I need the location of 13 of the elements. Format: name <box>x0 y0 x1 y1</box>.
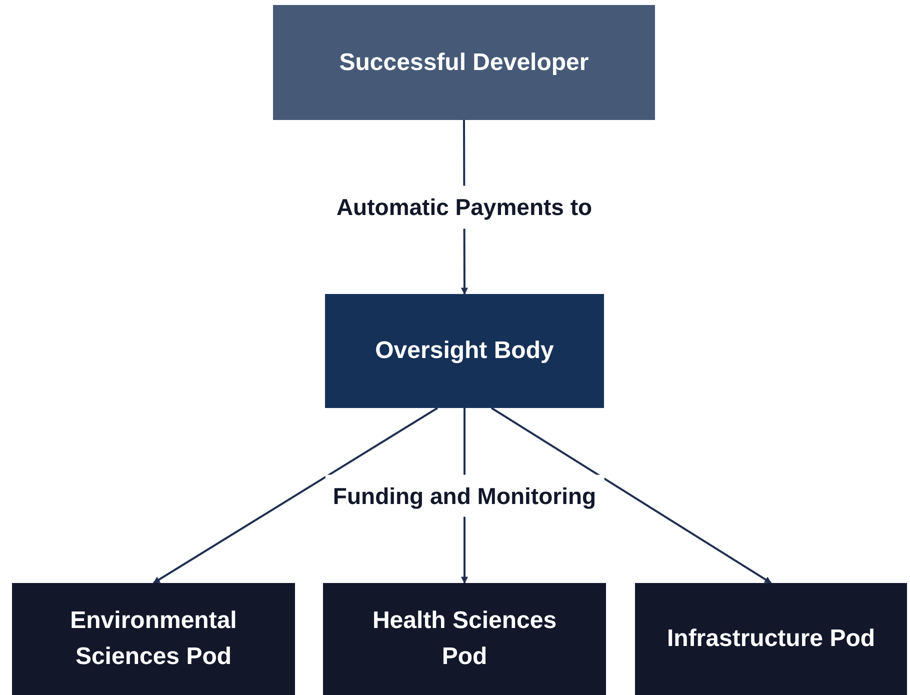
box-label: Health Sciences Pod <box>371 606 558 672</box>
box-label: Infrastructure Pod <box>666 624 876 654</box>
process-box <box>12 583 295 695</box>
arrow <box>490 407 772 584</box>
box-label: Environmental Sciences Pod <box>69 606 238 672</box>
box-label: Successful Developer <box>339 48 589 78</box>
arrow <box>152 407 438 584</box>
edge-label: Funding and Monitoring <box>324 474 604 517</box>
process-box <box>323 583 606 695</box>
process-box <box>273 5 655 120</box>
process-box <box>635 583 907 695</box>
box-label: Oversight Body <box>375 336 554 366</box>
process-box <box>325 294 604 408</box>
